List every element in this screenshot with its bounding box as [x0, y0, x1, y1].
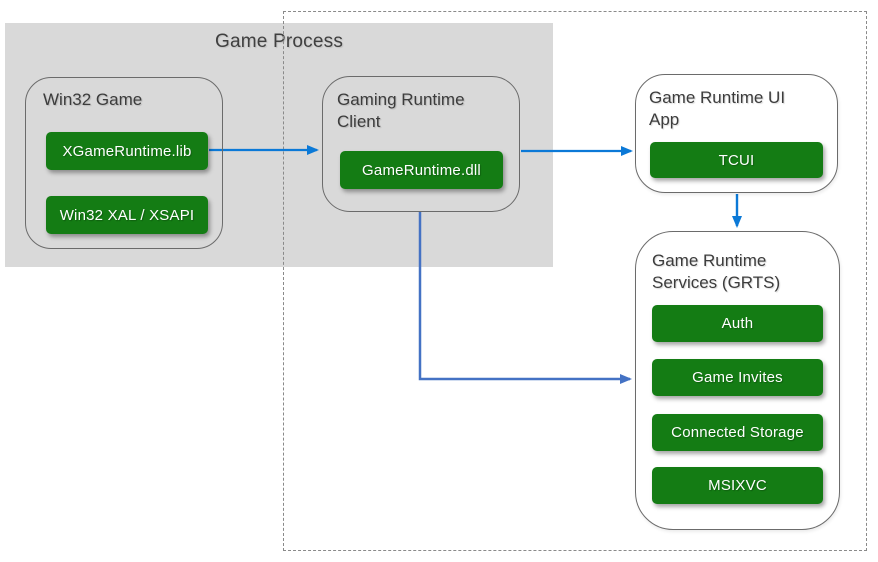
chip-win32-xal-xsapi: Win32 XAL / XSAPI — [46, 196, 208, 234]
node-game-runtime-ui-app: Game Runtime UI App TCUI — [635, 74, 838, 193]
chip-gameruntime-dll: GameRuntime.dll — [340, 151, 503, 189]
chip-tcui: TCUI — [650, 142, 823, 178]
chip-auth: Auth — [652, 305, 823, 342]
chip-msixvc: MSIXVC — [652, 467, 823, 504]
node-gaming-runtime-client: Gaming Runtime Client GameRuntime.dll — [322, 76, 520, 212]
node-game-runtime-ui-app-title: Game Runtime UI App — [649, 88, 786, 129]
node-gaming-runtime-client-title: Gaming Runtime Client — [337, 90, 465, 131]
node-game-runtime-services: Game Runtime Services (GRTS) Auth Game I… — [635, 231, 840, 530]
chip-game-invites: Game Invites — [652, 359, 823, 396]
chip-xgameruntime-lib: XGameRuntime.lib — [46, 132, 208, 170]
node-win32-game-title: Win32 Game — [43, 90, 143, 109]
node-win32-game: Win32 Game XGameRuntime.lib Win32 XAL / … — [25, 77, 223, 249]
node-game-runtime-services-title: Game Runtime Services (GRTS) — [652, 251, 781, 292]
game-process-label: Game Process — [214, 31, 344, 52]
chip-connected-storage: Connected Storage — [652, 414, 823, 451]
runtime-boundary-dashed-region — [283, 11, 867, 551]
